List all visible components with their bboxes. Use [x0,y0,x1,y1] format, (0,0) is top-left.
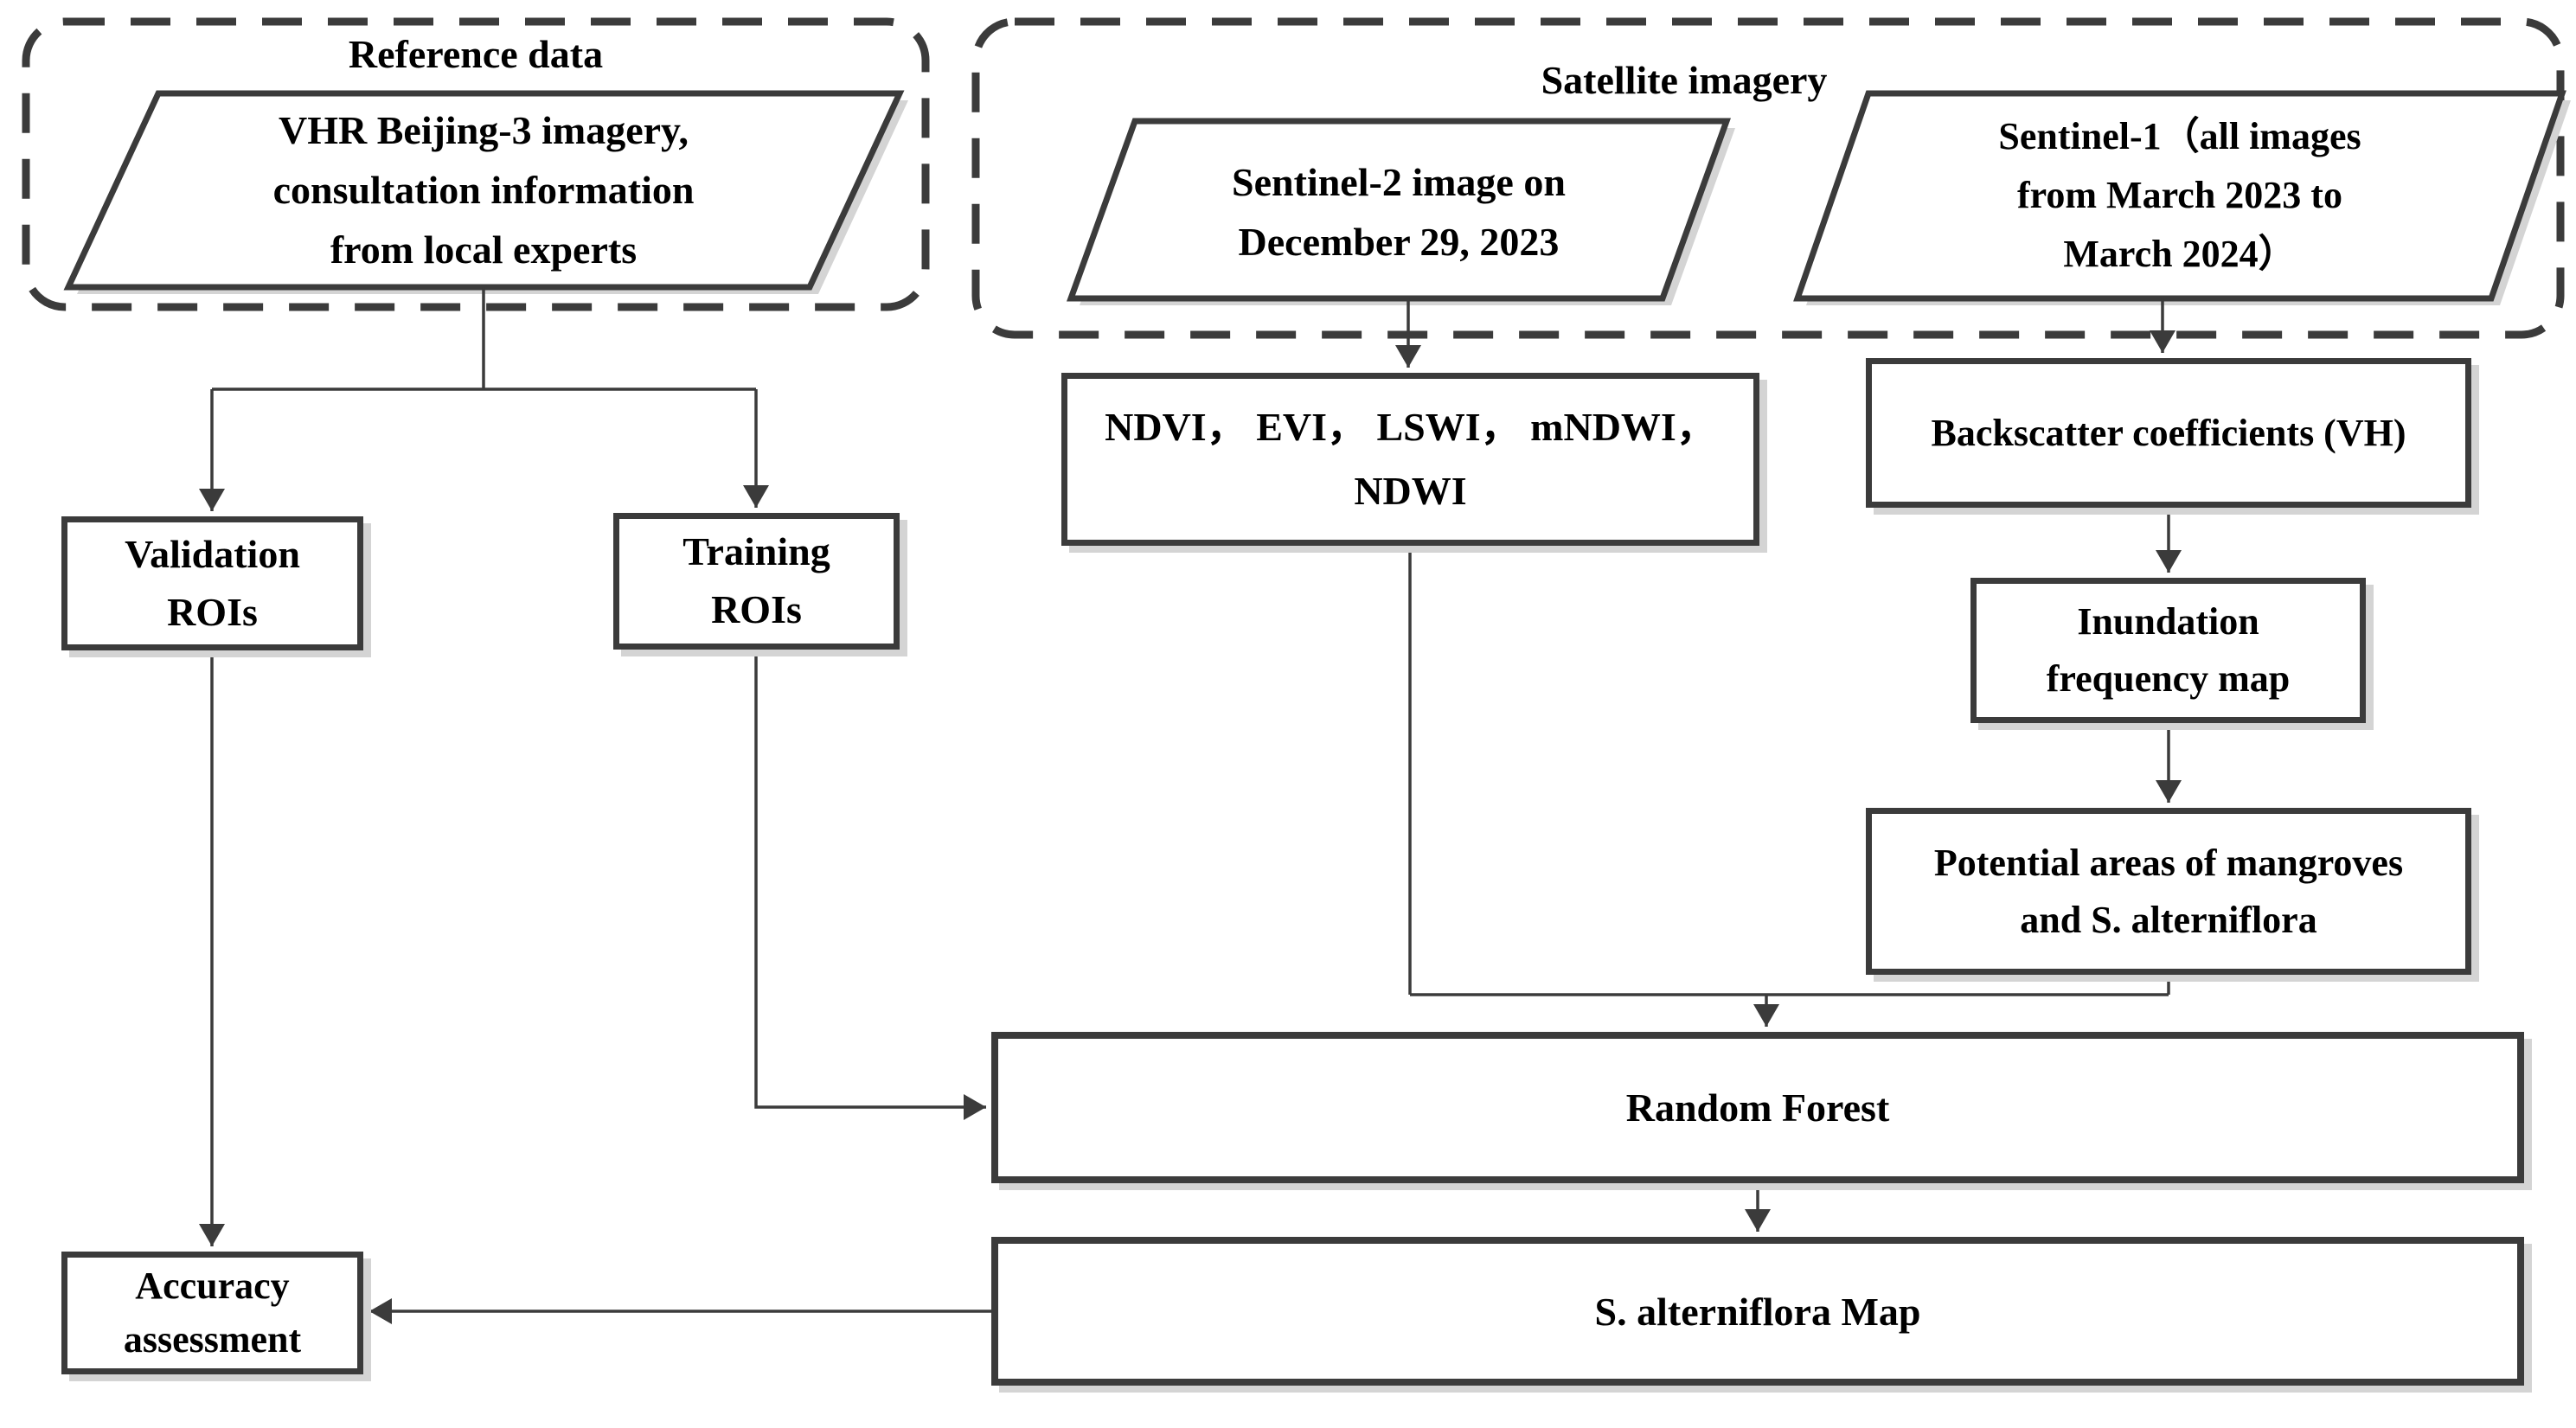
satellite-imagery-group-border [971,17,2565,339]
reference-data-group-label-text: Reference data [348,32,604,76]
validation-rois-node: Validation ROIs [61,516,363,650]
s-alterniflora-map-node: S. alterniflora Map [991,1237,2524,1386]
random-forest-node: Random Forest [991,1032,2524,1183]
sentinel1-node: Sentinel-1（all images from March 2023 to… [1899,102,2461,289]
reference-data-group-label: Reference data [260,31,692,77]
vhr-imagery-node: VHR Beijing-3 imagery, consultation info… [198,100,769,279]
connector-lines [199,287,2182,1324]
sentinel1-node-shape [1793,90,2566,302]
spectral-indices-node: NDVI， EVI， LSWI， mNDWI， NDWI [1061,373,1759,546]
sentinel2-node-label: Sentinel-2 image on December 29, 2023 [1232,160,1566,264]
random-forest-node-label: Random Forest [1625,1085,1890,1130]
potential-areas-node: Potential areas of mangroves and S. alte… [1866,808,2471,975]
satellite-imagery-group-label: Satellite imagery [1468,57,1900,103]
s-alterniflora-map-node-label: S. alterniflora Map [1594,1289,1921,1334]
training-rois-node-label: Training ROIs [682,529,830,631]
backscatter-node: Backscatter coefficients (VH) [1866,358,2471,508]
inundation-frequency-node-label: Inundation frequency map [2046,600,2291,700]
training-rois-node: Training ROIs [613,513,900,650]
vhr-imagery-node-label: VHR Beijing-3 imagery, consultation info… [272,107,695,272]
edge-training-rf [754,650,986,1120]
reference-data-group-border [22,17,930,311]
sentinel2-node: Sentinel-2 image on December 29, 2023 [1113,138,1684,285]
validation-rois-node-label: Validation ROIs [125,531,300,634]
backscatter-node-label: Backscatter coefficients (VH) [1931,411,2406,454]
accuracy-assessment-node: Accuracy assessment [61,1252,363,1374]
vhr-node-shape [63,90,905,291]
sentinel1-node-label: Sentinel-1（all images from March 2023 to… [1998,114,2361,276]
accuracy-assessment-node-label: Accuracy assessment [123,1265,302,1361]
spectral-indices-node-label: NDVI， EVI， LSWI， mNDWI， NDWI [1105,405,1716,513]
potential-areas-node-label: Potential areas of mangroves and S. alte… [1933,841,2404,941]
sentinel2-node-shape [1067,118,1731,302]
inundation-frequency-node: Inundation frequency map [1970,578,2366,723]
satellite-imagery-group-label-text: Satellite imagery [1541,58,1828,102]
